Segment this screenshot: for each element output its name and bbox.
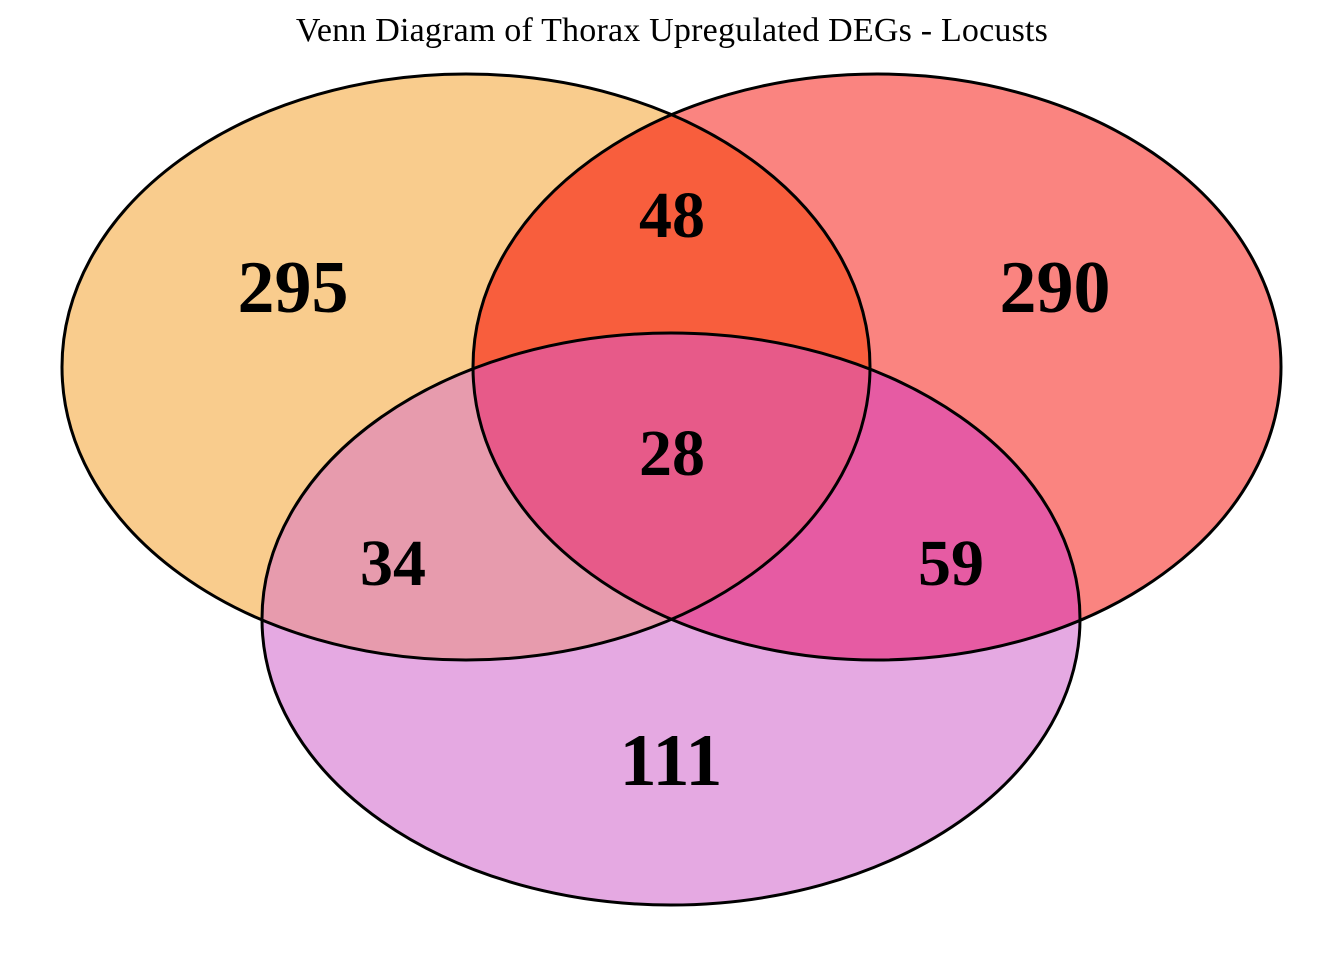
page-title: Venn Diagram of Thorax Upregulated DEGs … xyxy=(295,12,1049,49)
count-a-and-b: 48 xyxy=(639,179,705,252)
count-only-b: 290 xyxy=(1000,247,1111,329)
set-c-outline xyxy=(260,331,1082,907)
set-a-outline xyxy=(60,72,872,662)
set-b-outline xyxy=(471,72,1283,662)
count-only-a: 295 xyxy=(238,247,349,329)
count-only-c: 111 xyxy=(620,720,723,802)
count-a-and-c: 34 xyxy=(360,527,426,600)
count-b-and-c: 59 xyxy=(918,527,984,600)
count-a-b-and-c: 28 xyxy=(639,417,705,490)
